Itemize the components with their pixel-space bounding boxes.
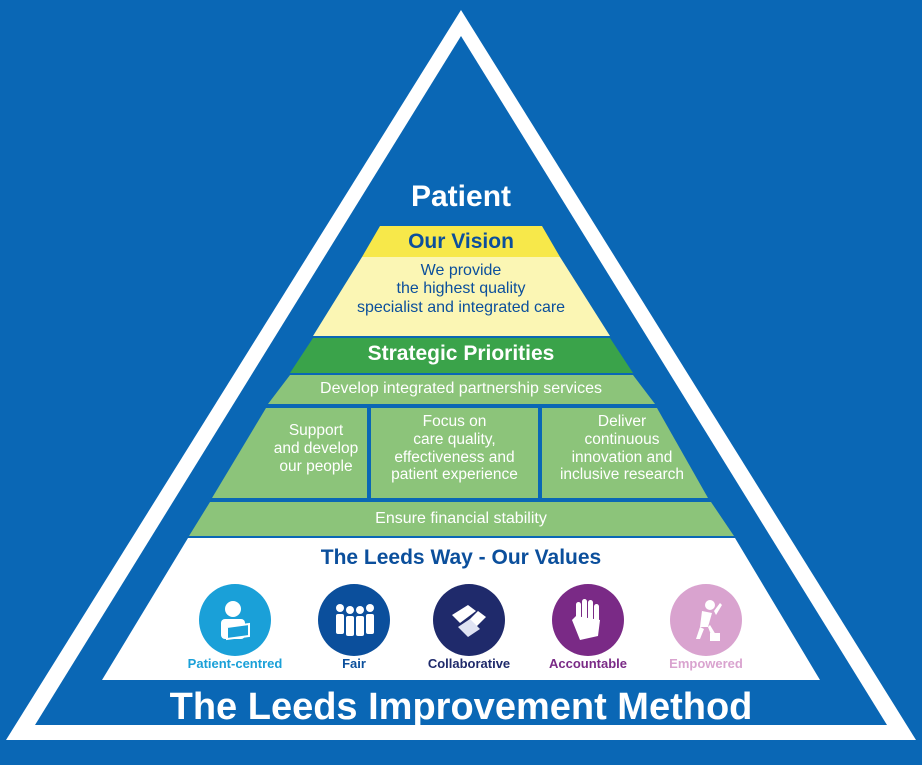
priority-quality: Focus on care quality, effectiveness and… (391, 413, 518, 484)
priority-research: Deliver continuous innovation and inclus… (559, 413, 685, 484)
priority-cell-research (542, 408, 708, 498)
value-label-empowered: Empowered (669, 656, 743, 671)
priority-row-top (268, 375, 655, 404)
values-heading: The Leeds Way - Our Values (320, 546, 602, 569)
vision-band (362, 226, 560, 257)
priorities-band (290, 338, 633, 373)
vision-heading: Our Vision (408, 230, 514, 253)
priority-cell-quality (371, 408, 538, 498)
value-label-collaborative: Collaborative (427, 656, 511, 671)
priority-top: Develop integrated partnership services (320, 380, 602, 397)
apex-label: Patient (410, 180, 512, 213)
priority-bottom: Ensure financial stability (375, 510, 547, 527)
collaborative-icon (433, 584, 505, 656)
value-label-patient-centred: Patient-centred (187, 656, 283, 671)
vision-body (313, 257, 610, 336)
patient-centred-icon (199, 584, 271, 656)
empowered-icon (670, 584, 742, 656)
value-label-fair: Fair (342, 656, 366, 671)
fair-icon (318, 584, 390, 656)
priority-row-bottom (189, 502, 734, 536)
priority-cell-people (212, 408, 367, 498)
footer-title: The Leeds Improvement Method (169, 686, 753, 728)
priorities-heading: Strategic Priorities (367, 342, 555, 365)
value-label-accountable: Accountable (548, 656, 627, 671)
accountable-icon (552, 584, 624, 656)
priority-people: Support and develop our people (273, 422, 359, 475)
vision-text: We provide the highest quality specialis… (356, 262, 566, 316)
